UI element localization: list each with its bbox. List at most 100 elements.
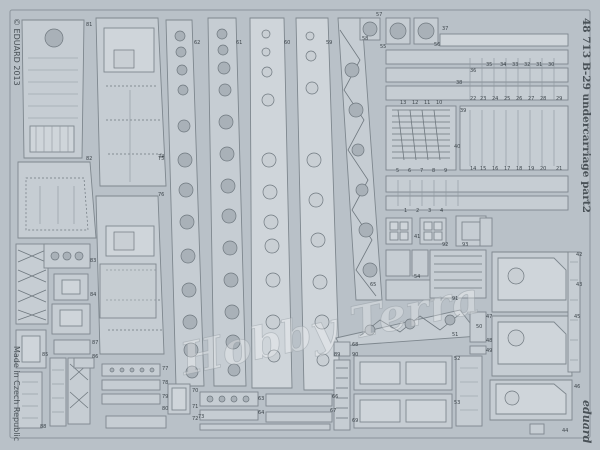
part-number-65: 65 <box>370 282 376 288</box>
part-number-13: 13 <box>400 100 406 106</box>
part-frames-52-53 <box>353 355 483 429</box>
part-ribbed-frames <box>385 33 569 211</box>
part-number-17: 17 <box>504 166 510 172</box>
part-number-19: 19 <box>528 166 534 172</box>
part-number-83: 83 <box>90 258 96 264</box>
part-number-64: 64 <box>258 410 264 416</box>
part-number-68: 68 <box>352 342 358 348</box>
part-strut-62 <box>165 19 205 387</box>
part-number-15: 15 <box>480 166 486 172</box>
part-number-5: 5 <box>396 168 399 174</box>
part-number-52: 52 <box>454 356 460 362</box>
part-number-69: 69 <box>352 418 358 424</box>
part-number-54: 54 <box>414 274 420 280</box>
part-number-25: 25 <box>504 96 510 102</box>
part-small-85-87 <box>49 357 95 427</box>
part-number-49: 49 <box>486 348 492 354</box>
part-lattice-strut-58 <box>337 17 383 301</box>
part-number-4: 4 <box>440 208 443 214</box>
part-ladder-89 <box>333 341 351 431</box>
part-number-6: 6 <box>408 168 411 174</box>
part-number-33: 33 <box>512 62 518 68</box>
part-triangle-frame-55 <box>335 309 481 347</box>
part-number-12: 12 <box>412 100 418 106</box>
part-number-56: 56 <box>434 42 440 48</box>
part-number-3: 3 <box>428 208 431 214</box>
part-number-55: 55 <box>380 44 386 50</box>
part-number-85: 85 <box>42 352 48 358</box>
part-number-79: 79 <box>162 394 168 400</box>
part-number-90: 90 <box>352 352 358 358</box>
fret-border <box>9 9 591 439</box>
part-number-70: 70 <box>192 388 198 394</box>
part-number-14: 14 <box>470 166 476 172</box>
part-strut-61 <box>207 17 247 387</box>
part-hatch-42-43 <box>491 251 581 377</box>
part-number-61: 61 <box>236 40 242 46</box>
part-number-34: 34 <box>500 62 506 68</box>
part-number-93: 93 <box>462 242 468 248</box>
part-number-67: 67 <box>330 408 336 414</box>
part-number-81: 81 <box>86 22 92 28</box>
part-discs-56-57 <box>359 17 439 45</box>
part-strips-77-80 <box>101 363 167 429</box>
part-number-66: 66 <box>332 394 338 400</box>
part-strips-63-72 <box>167 383 333 431</box>
part-number-59: 59 <box>326 40 332 46</box>
part-number-51: 51 <box>452 332 458 338</box>
part-number-20: 20 <box>540 166 546 172</box>
part-number-42: 42 <box>576 252 582 258</box>
made-in-text: Made in Czech Republic <box>12 346 21 441</box>
part-strut-60 <box>249 17 293 389</box>
part-strut-59 <box>295 17 341 391</box>
part-number-63: 63 <box>258 396 264 402</box>
part-number-80: 80 <box>162 406 168 412</box>
part-number-41: 41 <box>414 234 420 240</box>
part-number-21: 21 <box>556 166 562 172</box>
part-number-57: 57 <box>376 12 382 18</box>
part-brackets-83-84 <box>43 243 91 355</box>
part-number-89: 89 <box>334 352 340 358</box>
part-number-62: 62 <box>194 40 200 46</box>
part-number-75: 75 <box>158 156 164 162</box>
part-number-29: 29 <box>556 96 562 102</box>
part-hatch-44-46 <box>489 379 573 435</box>
part-tabs-47-50 <box>469 217 493 355</box>
part-number-27: 27 <box>528 96 534 102</box>
part-small-cluster-41-54 <box>385 215 487 301</box>
part-number-1: 1 <box>404 208 407 214</box>
part-lattice-strips <box>15 243 49 429</box>
part-number-23: 23 <box>480 96 486 102</box>
fret-title: 48 713 B-29 undercarriage part2 <box>580 18 592 213</box>
part-number-36: 36 <box>470 68 476 74</box>
part-number-31: 31 <box>536 62 542 68</box>
part-number-53: 53 <box>454 400 460 406</box>
part-number-92: 92 <box>442 242 448 248</box>
part-number-78: 78 <box>162 380 168 386</box>
part-number-40: 40 <box>454 144 460 150</box>
part-number-37: 37 <box>442 26 448 32</box>
part-number-28: 28 <box>540 96 546 102</box>
part-number-46: 46 <box>574 384 580 390</box>
part-number-18: 18 <box>516 166 522 172</box>
part-number-74: 74 <box>158 154 164 160</box>
part-number-38: 38 <box>456 80 462 86</box>
part-number-8: 8 <box>432 168 435 174</box>
part-number-32: 32 <box>524 62 530 68</box>
brand-logo: eduard <box>580 400 593 444</box>
part-number-87: 87 <box>92 340 98 346</box>
part-number-7: 7 <box>420 168 423 174</box>
part-number-26: 26 <box>516 96 522 102</box>
part-number-24: 24 <box>492 96 498 102</box>
part-number-72: 72 <box>192 416 198 422</box>
part-number-60: 60 <box>284 40 290 46</box>
part-number-10: 10 <box>436 100 442 106</box>
part-door-76 <box>95 195 165 355</box>
part-number-58: 58 <box>362 36 368 42</box>
part-number-84: 84 <box>90 292 96 298</box>
part-door-75 <box>95 17 167 187</box>
part-number-35: 35 <box>486 62 492 68</box>
part-number-76: 76 <box>158 192 164 198</box>
